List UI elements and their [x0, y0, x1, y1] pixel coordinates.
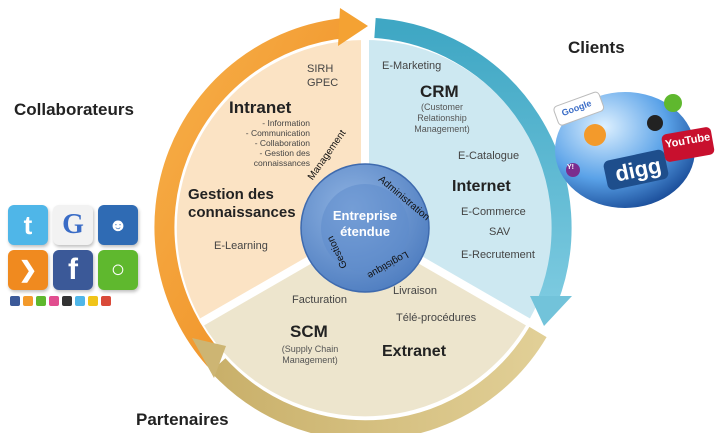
label-partenaires: Partenaires — [136, 410, 229, 429]
google-badge — [553, 91, 605, 126]
mini-icon-4 — [49, 296, 59, 306]
crm-emarketing: E-Marketing — [382, 60, 442, 72]
crm-subtitle: (Customer Relationship Management) — [402, 102, 482, 135]
crm-title: CRM — [420, 82, 459, 101]
crm-subtitle-line1: (Customer — [420, 102, 463, 112]
chat-icon: ○ — [98, 250, 138, 290]
facebook-icon: f — [53, 250, 93, 290]
elearning-item: E-Learning — [214, 240, 268, 252]
logos-globe: digg YouTube Google Y! — [545, 75, 715, 215]
mini-icon-2 — [23, 296, 33, 306]
stumble-circle — [664, 94, 682, 112]
myspace-icon: ☻ — [98, 205, 138, 245]
knowledge-title-line1: Gestion des — [188, 186, 274, 203]
mini-icon-8 — [101, 296, 111, 306]
mini-icon-3 — [36, 296, 46, 306]
scm-livraison: Livraison — [393, 285, 438, 297]
arrow-tan — [192, 326, 547, 438]
mini-icon-7 — [88, 296, 98, 306]
intranet-subitem-3: - Collaboration — [254, 138, 310, 148]
arrow-blue — [374, 18, 572, 326]
internet-ecommerce: E-Commerce — [461, 206, 526, 218]
internet-sav: SAV — [489, 226, 511, 238]
intranet-top-item-1: SIRH — [307, 63, 334, 75]
crm-subtitle-line3: Management) — [414, 124, 470, 134]
google-icon: G — [53, 205, 93, 245]
mini-icon-1 — [10, 296, 20, 306]
scm-subtitle-line1: (Supply Chain — [281, 344, 339, 354]
center-hub — [300, 163, 430, 293]
crm-ecatalogue: E-Catalogue — [458, 150, 520, 162]
intranet-subitem-4: - Gestion des — [259, 148, 310, 158]
digg-badge — [603, 149, 669, 190]
scm-facturation: Facturation — [292, 294, 348, 306]
internet-title: Internet — [452, 178, 511, 195]
knowledge-title-line2: connaissances — [188, 204, 296, 221]
globe-svg — [553, 91, 715, 208]
center-title-line2: étendue — [340, 224, 390, 239]
feed-circle — [584, 124, 606, 146]
internet-erecrutement: E-Recrutement — [461, 249, 535, 261]
center-title-line1: Entreprise — [332, 208, 398, 223]
people-circle — [647, 115, 663, 131]
extranet-title: Extranet — [382, 343, 447, 360]
intranet-subitem-1: - Information — [262, 118, 310, 128]
label-clients: Clients — [568, 38, 625, 57]
yahoo-logo: Y! — [567, 164, 574, 171]
intranet-subitem-2: - Communication — [245, 128, 310, 138]
scm-teleprocedures: Télé-procédures — [396, 312, 477, 324]
scm-subtitle-line2: Management) — [282, 355, 338, 365]
intranet-subitems: - Information - Communication - Collabor… — [220, 118, 310, 168]
mini-icon-6 — [75, 296, 85, 306]
youtube-badge — [661, 127, 715, 162]
scm-title: SCM — [290, 322, 328, 341]
intranet-subitem-5: connaissances — [253, 158, 310, 168]
twitter-icon: t — [8, 205, 48, 245]
arrow-orange — [154, 8, 368, 367]
yahoo-circle — [566, 163, 580, 177]
label-collaborateurs: Collaborateurs — [14, 100, 134, 119]
intranet-title: Intranet — [229, 98, 292, 117]
crm-subtitle-line2: Relationship — [417, 113, 467, 123]
intranet-top-item-2: GPEC — [307, 77, 339, 89]
rss-icon: ❯ — [8, 250, 48, 290]
scm-subtitle: (Supply Chain Management) — [270, 344, 350, 366]
mini-icon-5 — [62, 296, 72, 306]
